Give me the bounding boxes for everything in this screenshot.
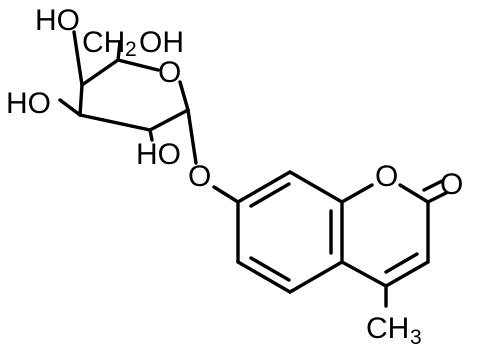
bond-c5-c6 (236, 260, 292, 294)
bond-c5-c4 (80, 58, 120, 87)
bond-c5-ch2 (116, 40, 122, 62)
label-ho-left: HO (6, 87, 51, 120)
bond-c7-c8-inner (249, 182, 291, 208)
label-ring-o-sugar: O (158, 56, 181, 89)
bond-c1-ring-o (178, 80, 190, 112)
bond-c2-carbonyl-2 (422, 179, 444, 192)
bond-c5-ring-o (116, 58, 160, 72)
label-o-lactone: O (375, 160, 398, 193)
label-ch2-sub: 2 (125, 38, 137, 61)
label-ch2-c: CH (82, 26, 125, 59)
bond-c4-c4a (340, 260, 388, 288)
label-ch3-c: CH (366, 312, 409, 345)
label-o-carbonyl: O (440, 168, 463, 201)
label-ho-top: HO (35, 4, 80, 37)
bond-c5-c6-inner (249, 256, 291, 282)
bond-c8-c8a (288, 170, 344, 204)
bond-c4-c3 (78, 83, 84, 117)
sugar-ring (58, 30, 240, 204)
label-o-glyco: O (188, 160, 211, 193)
bond-o1-c2 (398, 183, 430, 204)
label-ho-bottom: HO (136, 138, 181, 171)
bond-c2-carbonyl (426, 191, 448, 204)
bond-c2-c1 (148, 108, 190, 132)
bond-c2-oh (148, 128, 154, 142)
bond-c3-c2 (78, 113, 152, 132)
label-ch2-oh: OH (139, 26, 184, 59)
bond-c1-o-glyco (186, 108, 198, 165)
pyrone-ring (340, 179, 448, 308)
label-ch3-sub: 3 (410, 326, 422, 349)
bond-o-glyco-c7 (212, 185, 240, 204)
bond-c8a-o1 (340, 183, 374, 204)
bond-c4a-c5 (288, 260, 344, 294)
bond-c4-oh (72, 30, 84, 87)
benzene-ring (236, 170, 344, 294)
bond-c7-c8 (236, 170, 292, 204)
bond-c3-c4 (384, 260, 430, 288)
bond-c3-oh (58, 98, 82, 117)
bond-c3-c4-inner (384, 252, 419, 274)
